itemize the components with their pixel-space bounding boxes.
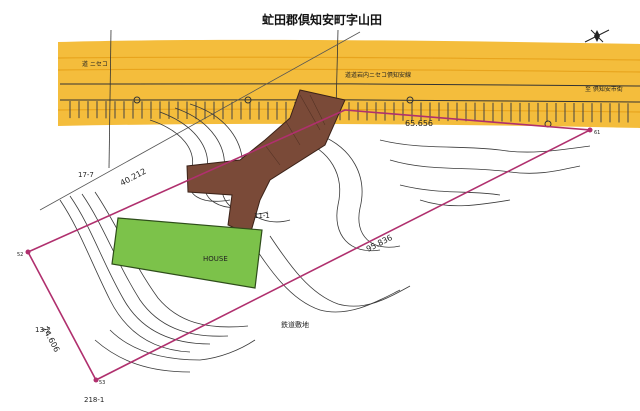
dimension-north-edge: 40.212 <box>119 167 148 188</box>
house-label: HOUSE <box>203 255 228 263</box>
corner-marker <box>587 127 593 133</box>
road-edge-line <box>59 83 640 87</box>
house-area <box>111 217 263 289</box>
corner-marker <box>93 377 99 383</box>
corner-label: 53 <box>99 380 105 386</box>
map-title: 虻田郡倶知安町字山田 <box>262 12 382 27</box>
dimension-east-edge: 65.656 <box>405 119 433 128</box>
compass-rose-icon <box>584 29 610 43</box>
driveway-area <box>186 89 346 236</box>
utility-pole-icon <box>406 96 414 104</box>
lot-number: 11-1 <box>254 212 270 220</box>
utility-pole-icon <box>244 96 252 104</box>
driveway-hatching <box>264 94 326 166</box>
road-label-mid: 道道岩内ニセコ倶知安線 <box>345 71 411 79</box>
road-crossing-line <box>108 29 112 169</box>
corner-label: 61 <box>594 130 600 136</box>
lot-number: 17-7 <box>78 171 94 179</box>
fence-ticks <box>69 101 629 123</box>
railway-label: 鉄道敷地 <box>281 320 309 329</box>
lot-number: 13-2 <box>35 326 51 334</box>
road-label-left: 道 ニセコ <box>82 60 108 68</box>
corner-label: 52 <box>17 252 23 258</box>
lot-number: 218-1 <box>84 396 104 404</box>
road-crossing-line <box>335 29 339 111</box>
utility-pole-icon <box>133 96 141 104</box>
corner-marker <box>25 249 31 255</box>
road-label-right: 至 倶知安市街 <box>585 85 623 93</box>
road-band-texture <box>57 56 640 113</box>
